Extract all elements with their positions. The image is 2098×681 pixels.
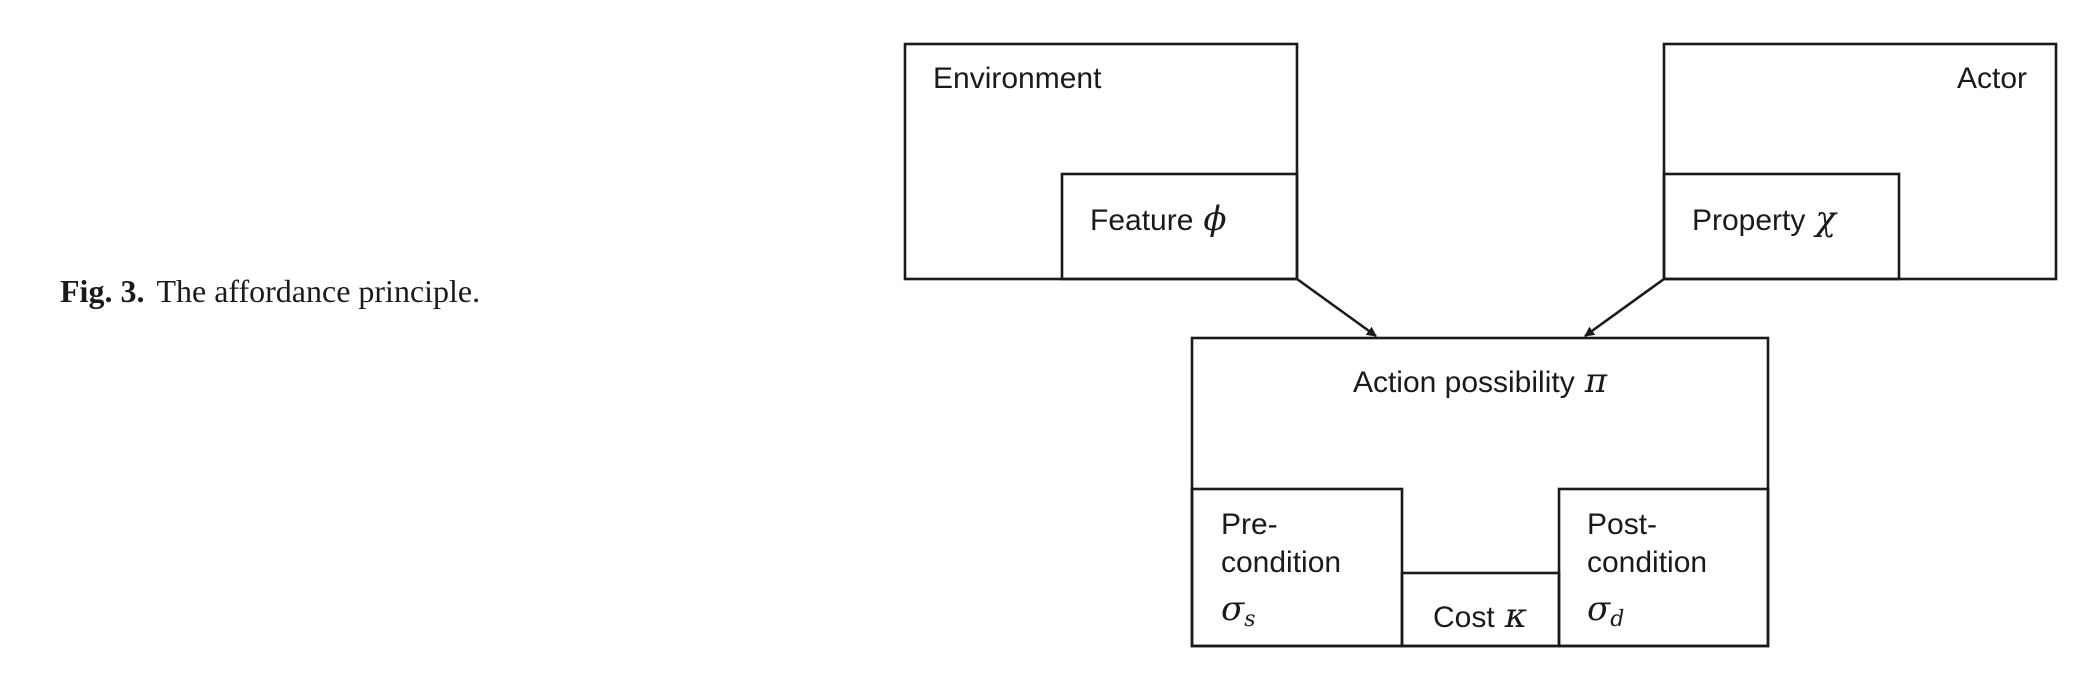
property-box [1662, 172, 1901, 281]
precondition-line1: Pre- [1221, 508, 1278, 541]
postcondition-line1: Post- [1587, 508, 1657, 541]
postcondition-subscript: d [1610, 607, 1624, 632]
property-symbol: χ [1813, 199, 1838, 239]
action-possibility-label-group: Action possibility π [1353, 361, 1608, 401]
cost-symbol: κ [1504, 596, 1527, 636]
postcondition-line2: condition [1587, 546, 1707, 579]
feature-box [1060, 172, 1299, 281]
action-possibility-symbol: π [1584, 361, 1608, 401]
actor-label: Actor [1957, 62, 2027, 95]
caption-text: The affordance principle. [156, 273, 480, 309]
precondition-subscript: s [1244, 607, 1255, 632]
precondition-symbol-group: σs [1221, 589, 1256, 632]
cost-label: Cost [1433, 601, 1495, 634]
feature-label-group: Feature ϕ [1090, 199, 1227, 239]
postcondition-symbol: σ [1587, 589, 1611, 629]
precondition-box [1190, 487, 1404, 648]
caption-label: Fig. 3. [60, 273, 144, 309]
property-label: Property [1692, 204, 1805, 237]
figure-caption: Fig. 3. The affordance principle. [60, 273, 480, 309]
arrow-feature-to-action [1296, 277, 1377, 338]
arrow-property-to-action [1584, 277, 1665, 338]
action-possibility-label: Action possibility [1353, 366, 1575, 399]
feature-label: Feature [1090, 204, 1193, 237]
precondition-symbol: σ [1221, 589, 1245, 629]
feature-symbol: ϕ [1203, 199, 1226, 239]
precondition-line2: condition [1221, 546, 1341, 579]
environment-label: Environment [933, 62, 1102, 95]
postcondition-symbol-group: σd [1587, 589, 1624, 632]
postcondition-box [1557, 487, 1770, 648]
